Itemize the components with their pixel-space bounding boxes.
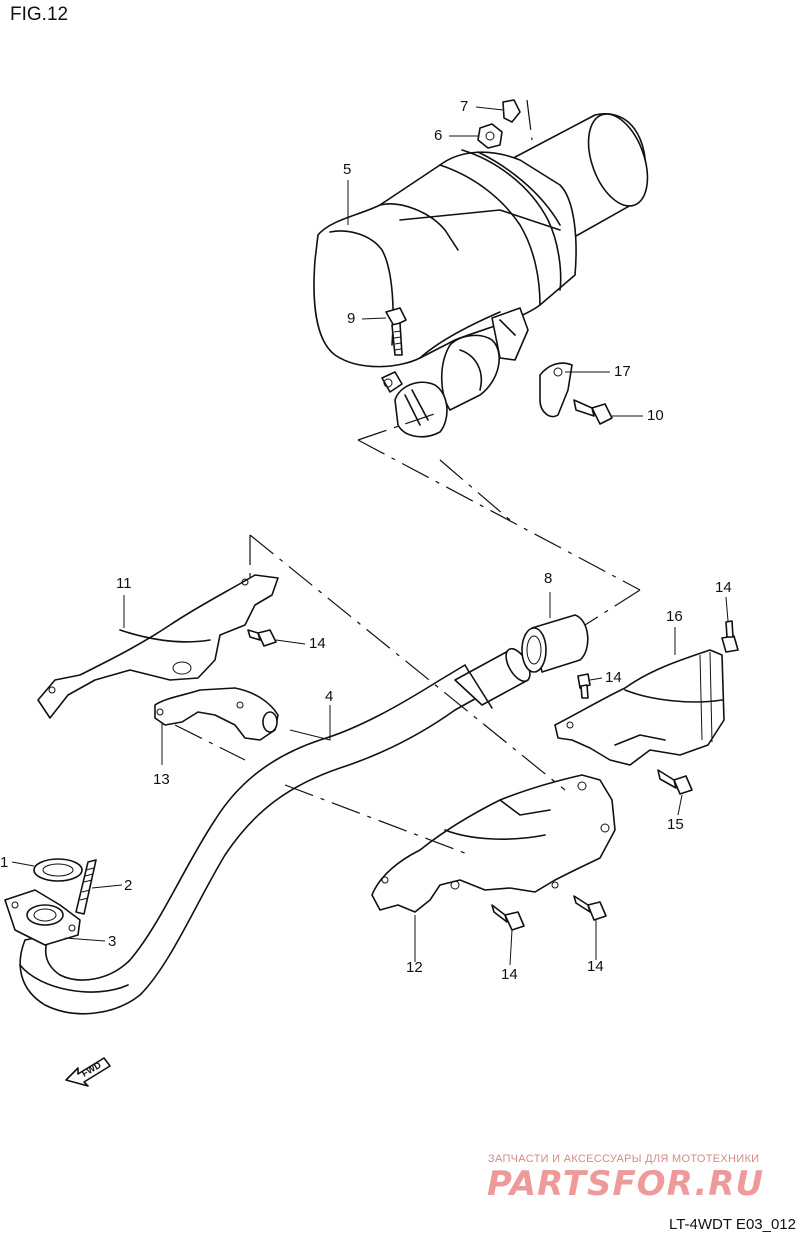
bolt-part-15: [657, 769, 693, 795]
callout-2: 2: [124, 877, 133, 894]
bracket-part-13: [154, 687, 279, 741]
callout-8: 8: [544, 570, 553, 587]
heat-shield-part-11: [37, 574, 279, 719]
callout-14: 14: [501, 966, 518, 983]
callout-7: 7: [460, 98, 469, 115]
callout-5: 5: [343, 161, 352, 178]
callout-14: 14: [715, 579, 732, 596]
assembly-guide-lines: [174, 99, 641, 856]
callout-11: 11: [116, 575, 132, 592]
callout-4: 4: [325, 688, 334, 705]
callout-10: 10: [647, 407, 664, 424]
leader-lines: [11, 106, 729, 966]
callout-15: 15: [667, 816, 684, 833]
callout-12: 12: [406, 959, 423, 976]
clip-part-7: [502, 99, 521, 123]
heat-shield-part-12: [371, 774, 616, 913]
figure-reference-code: LT-4WDT E03_012: [668, 1216, 796, 1233]
forward-direction-arrow-icon: FWD: [65, 1057, 111, 1087]
bolt-part-10: [573, 399, 613, 425]
callout-9: 9: [347, 310, 356, 327]
callout-14: 14: [309, 635, 326, 652]
figure-title: FIG.12: [10, 4, 69, 25]
callout-17: 17: [614, 363, 631, 380]
bolt-part-9: [385, 307, 407, 356]
stud-part-2: [75, 859, 97, 915]
callout-6: 6: [434, 127, 443, 144]
watermark-tagline: ЗАПЧАСТИ И АКСЕССУАРЫ ДЛЯ МОТОТЕХНИКИ: [488, 1153, 760, 1165]
bolt-part-14: [577, 673, 591, 699]
gasket-part-1: [33, 858, 83, 882]
callout-1: 1: [0, 854, 9, 871]
callout-3: 3: [108, 933, 117, 950]
callout-16: 16: [666, 608, 683, 625]
watermark-logo: PARTSFOR.RU: [487, 1164, 787, 1204]
callout-14: 14: [587, 958, 604, 975]
callout-14: 14: [605, 669, 622, 686]
exhaust-pipe-part-4: [4, 647, 531, 1015]
callout-13: 13: [153, 771, 170, 788]
bolt-part-14: [247, 629, 277, 647]
muffler-part-5: [313, 113, 649, 368]
bolt-part-14: [721, 620, 739, 653]
heat-shield-part-16: [554, 649, 725, 766]
watermark-logo-text: PARTSFOR.RU: [487, 1164, 765, 1204]
nut-part-6: [477, 123, 503, 149]
bracket-part-17: [539, 362, 573, 418]
bolt-part-14: [573, 895, 607, 921]
bolt-part-14: [491, 904, 525, 931]
sleeve-part-8: [521, 614, 589, 673]
